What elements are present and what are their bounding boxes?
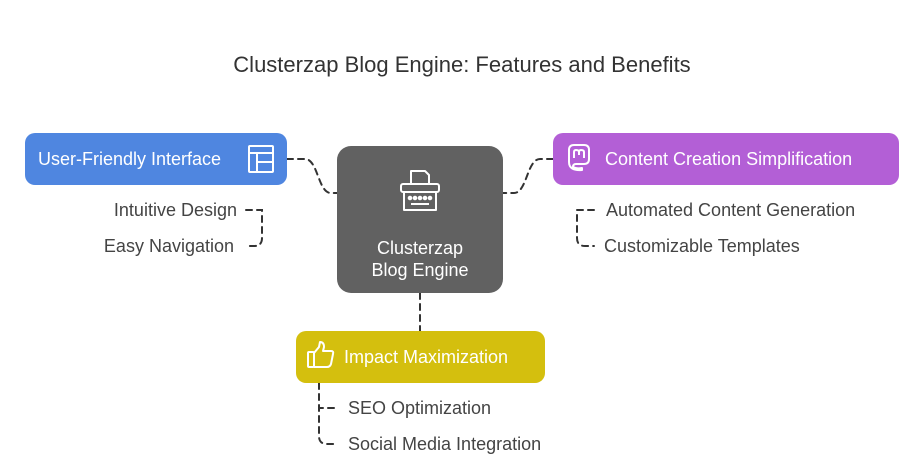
impact-maximization-node: Impact Maximization <box>296 331 545 383</box>
sub-item-automated-content-generation: Automated Content Generation <box>606 200 856 220</box>
diagram-title: Clusterzap Blog Engine: Features and Ben… <box>233 52 691 77</box>
connector-automated-content <box>576 209 595 247</box>
thumbs-up-icon <box>306 340 336 375</box>
sub-item-social-media-integration: Social Media Integration <box>348 434 542 454</box>
central-node-line1: Clusterzap <box>376 238 464 258</box>
layout-icon <box>247 144 275 179</box>
user-friendly-interface-node: User-Friendly Interface <box>25 133 287 185</box>
central-node-line2: Blog Engine <box>371 260 469 280</box>
sub-item-easy-navigation: Easy Navigation <box>103 236 234 256</box>
sub-item-intuitive-design: Intuitive Design <box>113 200 237 220</box>
impact-maximization-label: Impact Maximization <box>344 346 509 367</box>
typewriter-icon <box>399 168 441 219</box>
content-creation-node: Content Creation Simplification <box>553 133 899 185</box>
user-friendly-interface-label: User-Friendly Interface <box>38 148 222 169</box>
connector-intuitive-design <box>245 209 263 247</box>
mastodon-icon <box>565 142 593 177</box>
central-node: Clusterzap Blog Engine <box>337 146 503 293</box>
connector-content-creation <box>502 158 554 194</box>
content-creation-label: Content Creation Simplification <box>605 148 853 169</box>
connector-user-friendly <box>286 158 338 194</box>
sub-item-seo-optimization: SEO Optimization <box>348 398 492 418</box>
sub-item-customizable-templates: Customizable Templates <box>604 236 800 256</box>
connector-seo <box>318 382 335 445</box>
